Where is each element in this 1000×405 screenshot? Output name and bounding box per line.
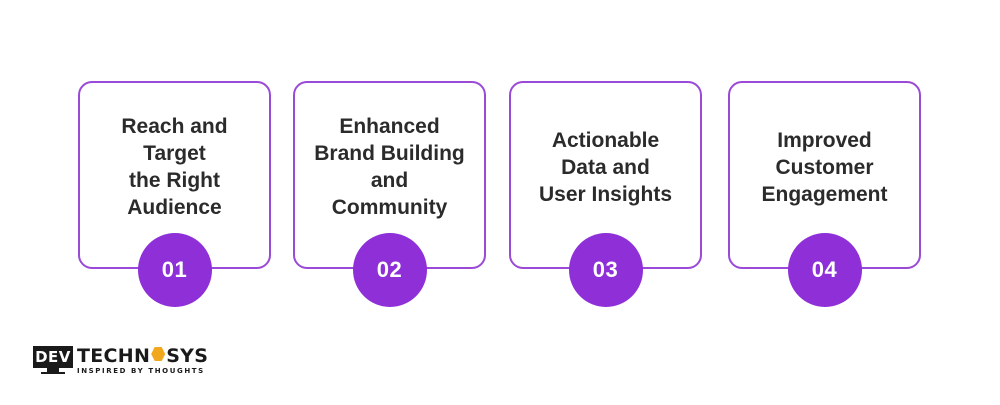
number-badge: 02 xyxy=(352,233,427,307)
logo-monitor-stand xyxy=(47,368,59,372)
card-title: Actionable Data and User Insights xyxy=(538,128,673,206)
logo-monitor-base xyxy=(41,372,65,374)
logo-wordmark-part2: SYS xyxy=(166,345,209,367)
company-logo: DEV TECHN SYS INSPIRED BY THOUGHTS xyxy=(33,345,208,377)
feature-card-4: Improved Customer Engagement 04 xyxy=(728,81,921,307)
logo-hexagon-icon xyxy=(151,347,166,361)
card-title: Enhanced Brand Building and Community xyxy=(314,115,465,219)
number-badge: 03 xyxy=(568,233,643,307)
card-title: Reach and Target the Right Audience xyxy=(121,115,228,219)
logo-wordmark: TECHN SYS xyxy=(77,345,208,367)
number-badge: 04 xyxy=(787,233,862,307)
feature-card-3: Actionable Data and User Insights 03 xyxy=(509,81,702,307)
logo-wordmark-part1: TECHN xyxy=(77,345,151,367)
logo-monitor-icon: DEV xyxy=(33,346,73,368)
number-badge: 01 xyxy=(137,233,212,307)
logo-tagline: INSPIRED BY THOUGHTS xyxy=(77,367,205,375)
card-title: Improved Customer Engagement xyxy=(761,128,888,206)
feature-card-1: Reach and Target the Right Audience 01 xyxy=(78,81,271,307)
feature-card-2: Enhanced Brand Building and Community 02 xyxy=(293,81,486,307)
